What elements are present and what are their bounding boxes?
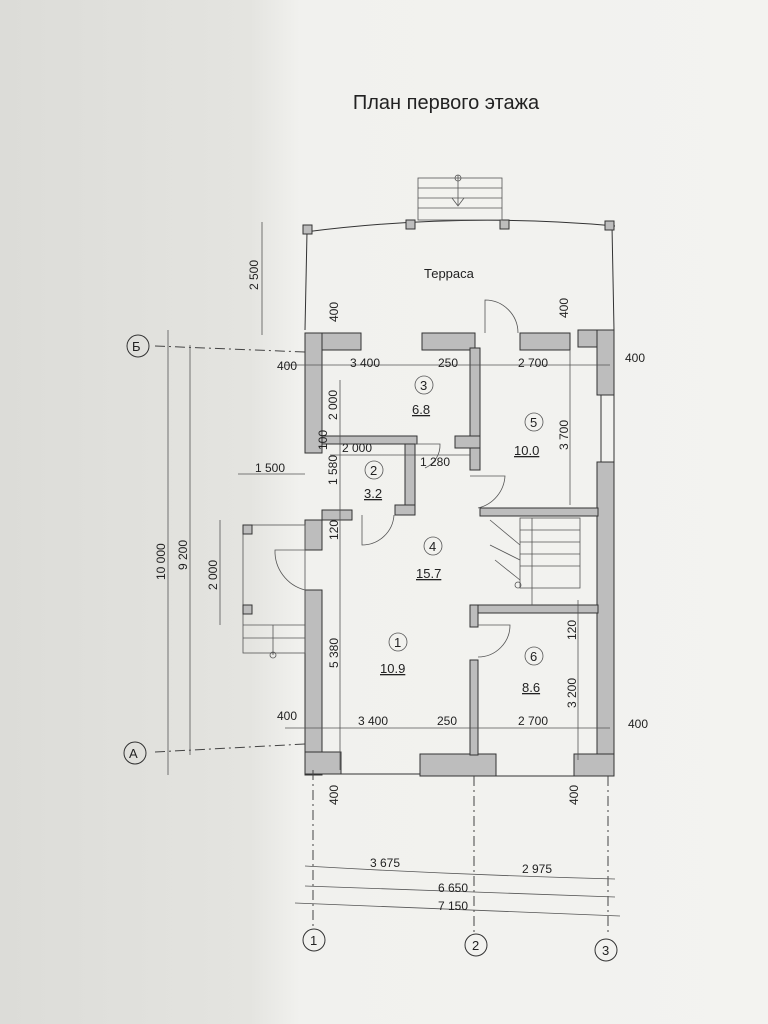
plan-title: План первого этажа xyxy=(352,92,540,114)
dim-text: 400 xyxy=(277,359,297,373)
svg-text:2: 2 xyxy=(370,463,377,478)
dim-text: 400 xyxy=(625,351,645,365)
terrace-stairs xyxy=(417,174,503,221)
dim-text: 1 500 xyxy=(255,461,285,475)
axis-marker-3: 3 xyxy=(594,938,618,962)
axis-marker-2: 2 xyxy=(464,933,488,957)
svg-text:1: 1 xyxy=(394,635,401,650)
terrace-post xyxy=(499,219,510,230)
dim-text: 5 380 xyxy=(327,638,341,668)
dim-text: 120 xyxy=(327,520,341,540)
dim-text: 400 xyxy=(277,709,297,723)
svg-text:6: 6 xyxy=(530,649,537,664)
svg-text:Б: Б xyxy=(132,339,141,354)
staircase xyxy=(489,517,581,605)
dim-text: 2 975 xyxy=(522,862,552,876)
svg-text:1: 1 xyxy=(310,933,317,948)
dim-text: 2 500 xyxy=(247,260,261,290)
dim-text: 250 xyxy=(438,356,458,370)
dim-text: 400 xyxy=(557,298,571,318)
svg-text:2: 2 xyxy=(472,938,479,953)
dim-text: 1 580 xyxy=(326,455,340,485)
dim-text: 2 700 xyxy=(518,356,548,370)
dim-text: 7 150 xyxy=(438,899,468,913)
axis-marker-1: 1 xyxy=(302,928,326,952)
dim-text: 250 xyxy=(437,714,457,728)
dim-text: 10 000 xyxy=(154,543,168,580)
dim-text: 2 000 xyxy=(342,441,372,455)
svg-text:10.0: 10.0 xyxy=(514,443,539,458)
room-marker: 2 3.2 xyxy=(364,460,384,501)
dim-text: 3 400 xyxy=(350,356,380,370)
dim-text: 9 200 xyxy=(176,540,190,570)
terrace-label: Терраса xyxy=(424,266,475,281)
svg-text:6.8: 6.8 xyxy=(412,402,430,417)
dim-text: 400 xyxy=(567,785,581,805)
room-marker: 6 8.6 xyxy=(522,646,544,695)
axis-marker-a: А xyxy=(123,741,147,765)
dim-text: 400 xyxy=(327,785,341,805)
dim-text: 3 675 xyxy=(370,856,400,870)
svg-text:5: 5 xyxy=(530,415,537,430)
porch-stairs xyxy=(242,524,306,659)
dim-text: 2 000 xyxy=(206,560,220,590)
terrace-outline xyxy=(302,219,616,331)
axis-marker-b: Б xyxy=(126,334,150,358)
dim-text: 1 280 xyxy=(420,455,450,469)
svg-text:3.2: 3.2 xyxy=(364,486,382,501)
svg-text:10.9: 10.9 xyxy=(380,661,405,676)
terrace-post xyxy=(302,224,313,235)
room-marker: 1 10.9 xyxy=(380,632,408,676)
dim-text: 100 xyxy=(316,430,330,450)
dim-text: 2 000 xyxy=(326,390,340,420)
dim-text: 2 700 xyxy=(518,714,548,728)
room-marker: 5 10.0 xyxy=(514,412,544,458)
svg-text:3: 3 xyxy=(602,943,609,958)
terrace-post xyxy=(405,219,416,230)
dim-text: 120 xyxy=(565,620,579,640)
dim-text: 3 700 xyxy=(557,420,571,450)
room-marker: 3 6.8 xyxy=(412,375,434,417)
svg-text:8.6: 8.6 xyxy=(522,680,540,695)
doors xyxy=(274,299,519,658)
dim-text: 3 200 xyxy=(565,678,579,708)
svg-text:3: 3 xyxy=(420,378,427,393)
dim-text: 6 650 xyxy=(438,881,468,895)
room-marker: 4 15.7 xyxy=(416,536,443,581)
terrace-post xyxy=(604,220,615,231)
svg-text:А: А xyxy=(129,746,138,761)
dim-text: 3 400 xyxy=(358,714,388,728)
dim-text: 400 xyxy=(327,302,341,322)
svg-text:15.7: 15.7 xyxy=(416,566,441,581)
axis-lines xyxy=(154,345,609,935)
interior-walls xyxy=(321,347,599,756)
svg-text:4: 4 xyxy=(429,539,436,554)
dim-text: 400 xyxy=(628,717,648,731)
exterior-walls xyxy=(304,329,615,777)
dimension-lines xyxy=(167,222,621,917)
